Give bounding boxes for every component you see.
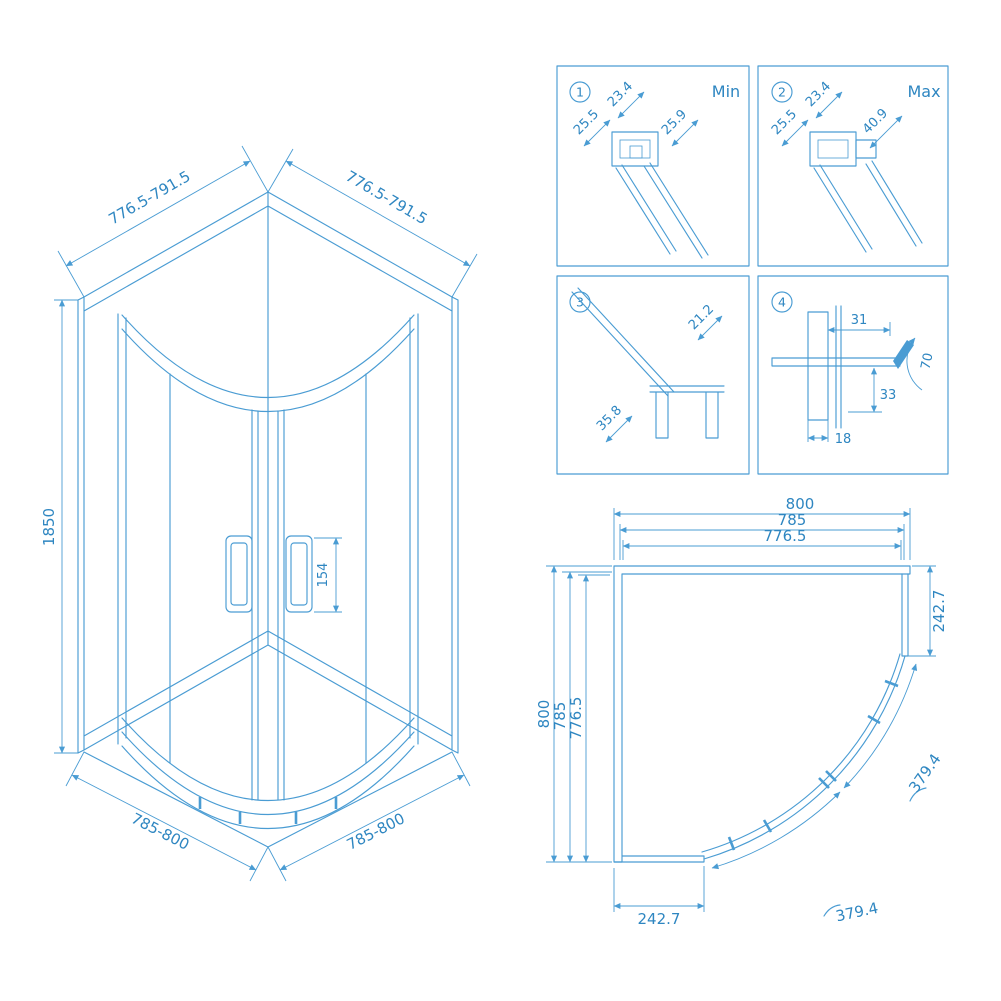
dim-label-bottom-left: 785-800 [128,809,192,853]
dim-label-bottom-right: 785-800 [344,809,408,853]
detail-number-badge-3 [569,291,591,313]
dim-label-depth-776-5: 776.5 [567,697,585,740]
bottom-rail-section [571,287,725,439]
dim-label-25-9: 25.9 [659,107,690,138]
plan-dim-arc-bottom: 379.4 [711,791,880,926]
plan-side-panels [613,573,909,863]
dim-bottom-left-depth: 785-800 [65,751,269,882]
detail-number-badge-4 [771,291,793,313]
dim-label-70: 70 [919,352,937,371]
dim-top-right-width: 776.5-791.5 [267,148,478,298]
dim-label-depth-785: 785 [551,702,569,731]
dim-label-arc-right-379-4: 379.4 [905,750,944,796]
detail-number-4: 4 [778,295,786,310]
detail-2-dimensions: 25.5 23.4 40.9 [769,79,903,149]
shower-tray [83,751,453,848]
dim-top-left-width: 776.5-791.5 [57,145,269,298]
detail-number-2: 2 [778,85,786,100]
detail-panel-1: 1 Min 25.5 23.4 25.9 [556,65,750,267]
dim-label-31: 31 [851,313,868,328]
plan-dim-bottom: 242.7 [613,866,705,928]
dim-label-top-left: 776.5-791.5 [105,167,193,228]
dim-label-23-4-max: 23.4 [803,79,834,110]
dim-handle-height: 154 [314,537,342,613]
dim-label-arc-bottom-379-4: 379.4 [834,899,880,926]
plan-curved-doors [701,653,906,860]
wall-profile-section-min [611,131,709,259]
detail-number-badge-2 [771,81,793,103]
dim-label-depth-800: 800 [535,700,553,729]
plan-dim-right: 242.7 [906,565,948,657]
detail-number-3: 3 [576,295,584,310]
dim-label-height: 1850 [40,508,58,546]
dim-label-23-4: 23.4 [605,79,636,110]
right-door-handle [285,535,313,613]
detail-label-min: Min [712,82,740,101]
left-door-handle [225,535,253,613]
arc-symbol-bottom [823,904,841,917]
detail-label-max: Max [907,82,940,101]
dim-label-handle: 154 [316,563,331,588]
dim-label-21-2: 21.2 [686,302,717,333]
dim-label-18: 18 [835,432,852,447]
detail-panel-4-border [757,275,949,475]
plan-dim-left: 800 785 776.5 [535,565,612,863]
top-rail-curve [121,314,415,413]
arc-symbol-right [909,787,927,802]
detail-number-1: 1 [576,85,584,100]
detail-panel-1-border [556,65,750,267]
dim-label-25-5-max: 25.5 [769,107,800,138]
isometric-view: 776.5-791.5 776.5-791.5 1850 154 785-800 [40,145,478,882]
dim-label-right-242-7: 242.7 [930,590,948,633]
detail-panel-4: 4 31 70 33 18 [757,275,949,475]
dim-height: 1850 [40,299,78,754]
dim-label-width-800: 800 [786,495,815,513]
detail-4-dimensions: 31 70 33 18 [807,313,937,447]
plan-dim-top: 800 785 776.5 [613,495,911,560]
dim-label-width-785: 785 [778,511,807,529]
plan-view: 800 785 776.5 800 785 776.5 242.7 242.7 [535,495,948,928]
plan-roller-marks [727,679,899,851]
wall-profile-section-max [809,131,923,253]
detail-panel-2: 2 Max 25.5 23.4 40.9 [757,65,949,267]
detail-3-dimensions: 21.2 35.8 [594,302,723,443]
support-bar-detail [771,305,923,429]
dim-label-33: 33 [880,388,897,403]
dim-label-width-776-5: 776.5 [764,527,807,545]
detail-number-badge-1 [569,81,591,103]
side-frames [117,313,419,745]
bottom-rail-curve [121,717,415,830]
dim-bottom-right-depth: 785-800 [267,751,471,882]
detail-panel-2-border [757,65,949,267]
dim-label-bottom-242-7: 242.7 [638,910,681,928]
dim-label-40-9: 40.9 [860,106,891,137]
plan-walls [613,565,911,863]
detail-panel-3-border [556,275,750,475]
dim-label-25-5: 25.5 [571,107,602,138]
detail-panel-3: 3 21.2 35.8 [556,275,750,475]
dim-label-35-8: 35.8 [594,403,625,434]
dim-label-top-right: 776.5-791.5 [342,167,430,228]
wall-panels [77,191,459,754]
